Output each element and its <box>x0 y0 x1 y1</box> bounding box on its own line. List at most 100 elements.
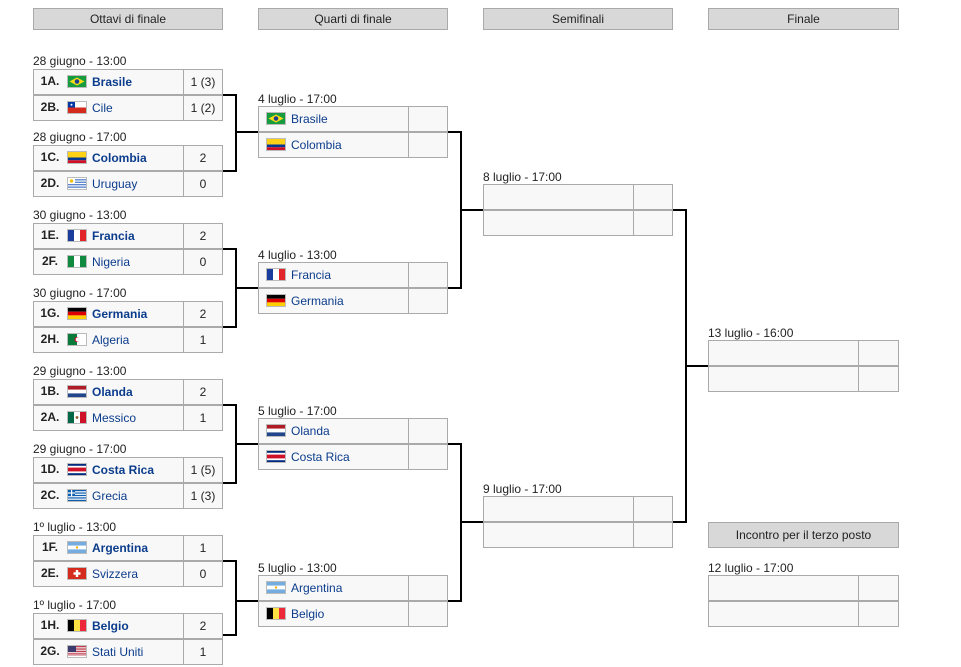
team-name[interactable]: Argentina <box>67 536 148 560</box>
team-name[interactable]: Svizzera <box>67 562 138 586</box>
team-name[interactable]: Brasile <box>67 70 132 94</box>
team-score: 1 (3) <box>190 75 216 89</box>
bracket-connector <box>235 560 237 636</box>
team-name-label[interactable]: Olanda <box>291 424 330 438</box>
team-name[interactable]: Messico <box>67 406 136 430</box>
team-name-label[interactable]: Grecia <box>92 489 128 503</box>
team-name[interactable]: Algeria <box>67 328 129 352</box>
team-name-label[interactable]: Nigeria <box>92 255 131 269</box>
team-name-label[interactable]: Cile <box>92 101 113 115</box>
team-name[interactable]: Germania <box>266 289 344 313</box>
team-row <box>708 340 859 366</box>
team-name-label[interactable]: Olanda <box>92 385 133 399</box>
team-name[interactable]: Colombia <box>67 146 147 170</box>
team-name-label[interactable]: Stati Uniti <box>92 645 144 659</box>
team-row <box>33 95 184 121</box>
bracket-connector <box>223 326 236 328</box>
team-row <box>33 405 184 431</box>
costa-rica-flag <box>266 450 286 463</box>
score-cell <box>183 483 223 509</box>
header-third-place: Incontro per il terzo posto <box>708 522 899 548</box>
match-date: 1º luglio - 17:00 <box>33 598 117 612</box>
colombia-flag <box>67 151 87 164</box>
score-cell <box>408 575 448 601</box>
team-name[interactable]: Costa Rica <box>67 458 154 482</box>
team-name-label[interactable]: Uruguay <box>92 177 138 191</box>
bracket-connector <box>223 560 236 562</box>
team-name-label[interactable]: Germania <box>92 307 148 321</box>
team-name[interactable]: Francia <box>67 224 135 248</box>
team-name-label[interactable]: Belgio <box>291 607 325 621</box>
score-cell <box>633 522 673 548</box>
team-score: 1 (2) <box>190 101 216 115</box>
team-name-label[interactable]: Germania <box>291 294 344 308</box>
team-score: 1 (5) <box>190 463 216 477</box>
team-name-label[interactable]: Svizzera <box>92 567 139 581</box>
team-name[interactable]: Colombia <box>266 133 342 157</box>
team-score: 1 (3) <box>190 489 216 503</box>
team-name-label[interactable]: Brasile <box>291 112 328 126</box>
team-name-label[interactable]: Messico <box>92 411 137 425</box>
team-seed: 2C. <box>40 488 60 502</box>
score-cell <box>183 95 223 121</box>
match-date: 28 giugno - 17:00 <box>33 130 127 144</box>
bracket-connector <box>460 521 483 523</box>
team-name[interactable]: Germania <box>67 302 147 326</box>
team-row <box>483 184 634 210</box>
score-cell <box>858 366 899 392</box>
algeria-flag <box>67 333 87 346</box>
team-name-label[interactable]: Francia <box>291 268 332 282</box>
team-seed: 1G. <box>40 306 60 320</box>
team-score: 2 <box>199 307 207 321</box>
header-quarterfinals: Quarti di finale <box>258 8 448 30</box>
team-row <box>708 575 859 601</box>
bracket-connector <box>235 443 258 445</box>
team-row <box>33 249 184 275</box>
team-name-label[interactable]: Belgio <box>92 619 129 633</box>
score-cell <box>183 457 223 483</box>
team-name[interactable]: Olanda <box>67 380 133 404</box>
match-date: 8 luglio - 17:00 <box>483 170 562 184</box>
team-name[interactable]: Francia <box>266 263 331 287</box>
team-name-label[interactable]: Colombia <box>291 138 342 152</box>
netherlands-flag <box>67 385 87 398</box>
team-name-label[interactable]: Colombia <box>92 151 147 165</box>
team-name[interactable]: Cile <box>67 96 113 120</box>
team-name[interactable]: Belgio <box>266 602 324 626</box>
team-score: 0 <box>199 177 207 191</box>
team-name[interactable]: Nigeria <box>67 250 130 274</box>
team-name[interactable]: Stati Uniti <box>67 640 143 664</box>
match-date: 5 luglio - 13:00 <box>258 561 337 575</box>
team-name-label[interactable]: Algeria <box>92 333 130 347</box>
team-name[interactable]: Grecia <box>67 484 127 508</box>
match-date: 9 luglio - 17:00 <box>483 482 562 496</box>
team-row <box>33 483 184 509</box>
team-name[interactable]: Uruguay <box>67 172 137 196</box>
team-name-label[interactable]: Costa Rica <box>92 463 155 477</box>
score-cell <box>183 535 223 561</box>
team-name[interactable]: Olanda <box>266 419 330 443</box>
team-name-label[interactable]: Costa Rica <box>291 450 350 464</box>
team-seed: 2E. <box>40 566 59 580</box>
bracket-connector <box>223 634 236 636</box>
team-name[interactable]: Argentina <box>266 576 342 600</box>
team-seed: 2A. <box>40 410 60 424</box>
team-row <box>258 288 409 314</box>
nigeria-flag <box>67 255 87 268</box>
team-seed: 1C. <box>40 150 60 164</box>
score-cell <box>183 327 223 353</box>
team-name[interactable]: Belgio <box>67 614 129 638</box>
team-row <box>483 496 634 522</box>
team-seed: 1D. <box>40 462 60 476</box>
team-name[interactable]: Brasile <box>266 107 328 131</box>
score-cell <box>858 575 899 601</box>
match-date: 4 luglio - 17:00 <box>258 92 337 106</box>
team-name-label[interactable]: Francia <box>92 229 135 243</box>
team-name-label[interactable]: Argentina <box>92 541 149 555</box>
team-name-label[interactable]: Argentina <box>291 581 343 595</box>
team-name[interactable]: Costa Rica <box>266 445 350 469</box>
team-name-label[interactable]: Brasile <box>92 75 133 89</box>
team-row <box>483 522 634 548</box>
score-cell <box>408 444 448 470</box>
header-semifinals: Semifinali <box>483 8 673 30</box>
